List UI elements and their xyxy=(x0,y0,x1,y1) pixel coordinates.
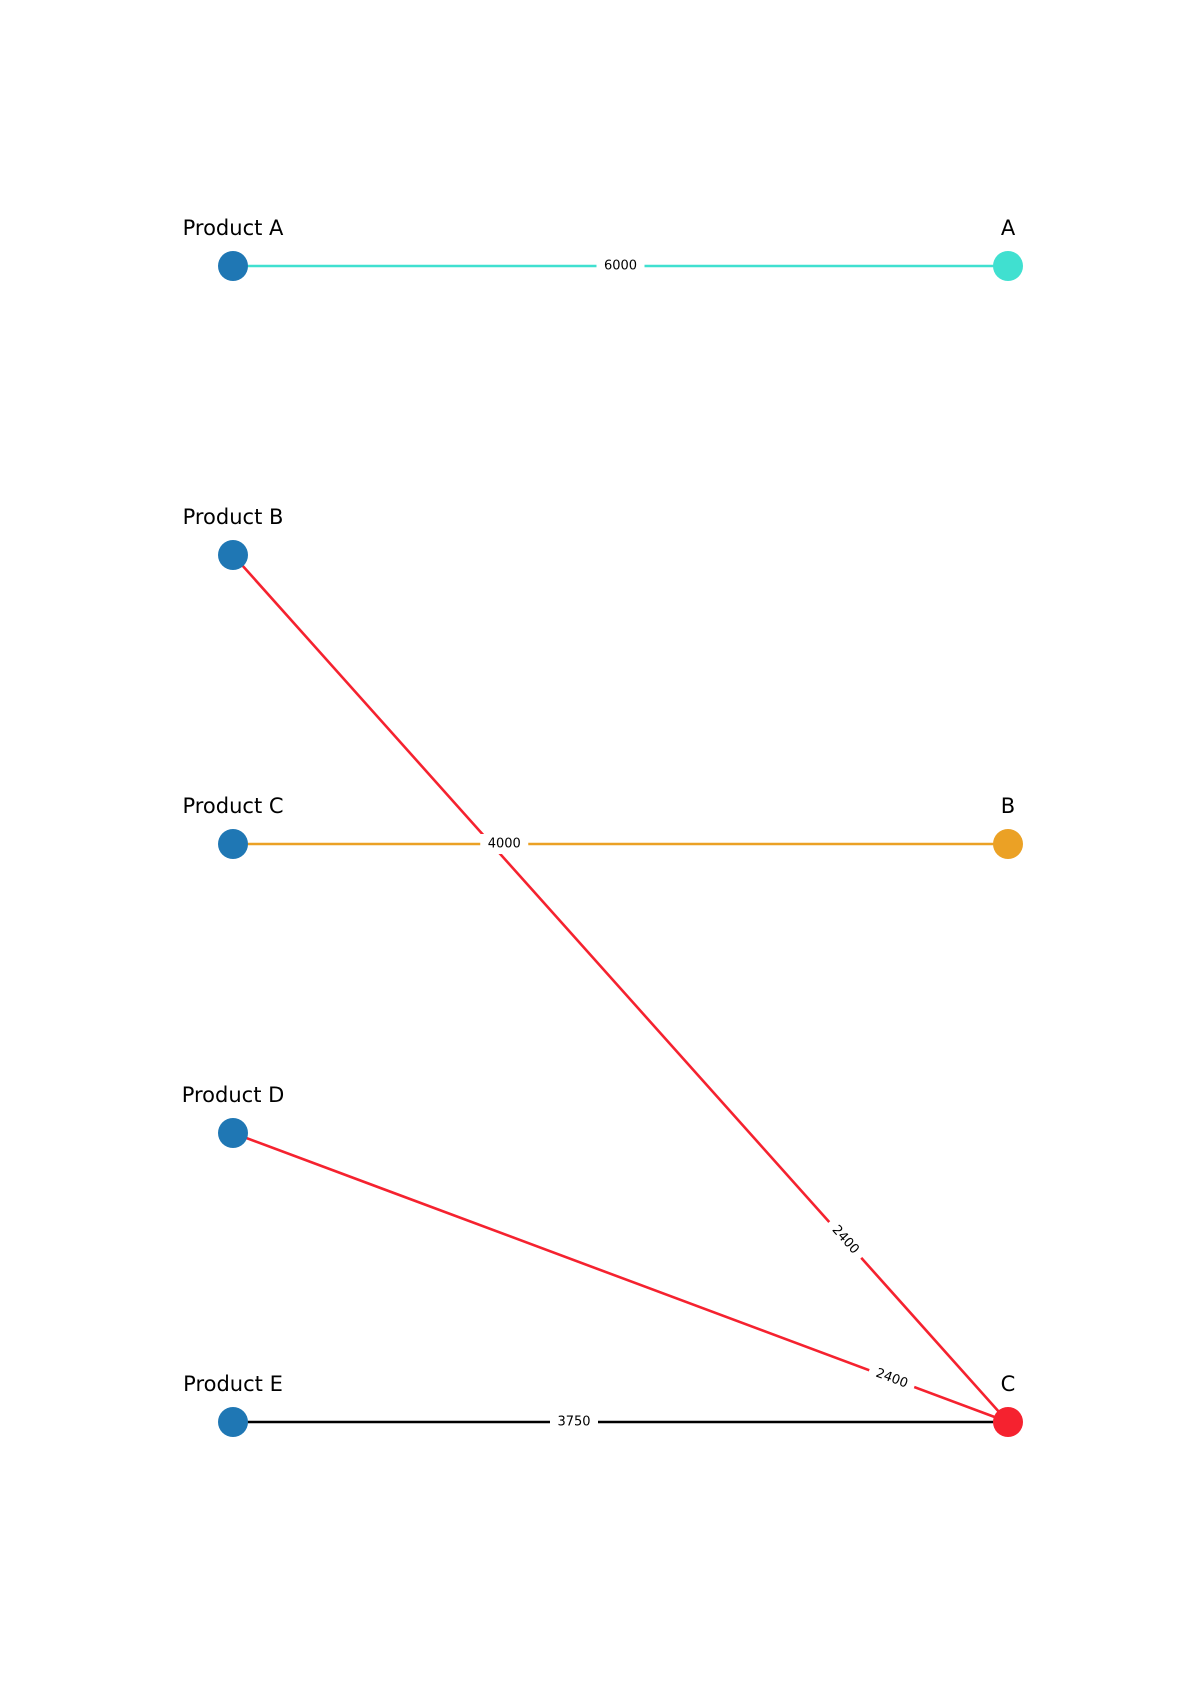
edge-product-b-c-line xyxy=(232,554,1009,1423)
node-circle-target-a xyxy=(993,251,1023,281)
edge-value-text: 6000 xyxy=(604,259,637,274)
edge-product-d-c: 2400 xyxy=(232,1131,1009,1424)
node-circle-product-e xyxy=(218,1407,248,1437)
edge-label-background xyxy=(596,256,645,276)
node-circle-product-a xyxy=(218,251,248,281)
edge-product-c-b: 4000 xyxy=(233,834,1008,854)
edge-value-text: 4000 xyxy=(488,837,521,852)
edge-value-label: 2400 xyxy=(865,1360,918,1397)
node-circle-target-b xyxy=(993,829,1023,859)
node-product-b: Product B xyxy=(183,505,284,570)
edge-label-background xyxy=(821,1215,869,1265)
edge-label-background xyxy=(480,834,529,854)
edge-product-b-c: 2400 xyxy=(232,554,1009,1423)
edges-layer: 6000 2400 4000 2400 3750 xyxy=(232,256,1009,1432)
edge-product-e-c: 3750 xyxy=(233,1412,1008,1432)
edge-product-a-a: 6000 xyxy=(233,256,1008,276)
node-label-target-c: C xyxy=(1001,1372,1016,1396)
node-circle-product-b xyxy=(218,540,248,570)
edge-value-text: 3750 xyxy=(557,1415,590,1430)
node-product-c: Product C xyxy=(182,794,284,859)
edge-value-label: 3750 xyxy=(550,1412,598,1432)
edge-value-label: 6000 xyxy=(596,256,645,276)
edge-value-label: 2400 xyxy=(821,1215,869,1265)
node-label-product-c: Product C xyxy=(182,794,283,818)
node-label-product-e: Product E xyxy=(183,1372,283,1396)
edge-value-label: 4000 xyxy=(480,834,529,854)
node-label-target-a: A xyxy=(1001,216,1016,240)
node-target-a: A xyxy=(993,216,1023,281)
edge-label-background xyxy=(550,1412,598,1432)
node-label-product-a: Product A xyxy=(183,216,284,240)
node-label-product-b: Product B xyxy=(183,505,284,529)
node-target-b: B xyxy=(993,794,1023,859)
node-target-c: C xyxy=(993,1372,1023,1437)
node-circle-product-c xyxy=(218,829,248,859)
node-label-target-b: B xyxy=(1001,794,1015,818)
nodes-layer: Product A Product B Product C Product D Prod… xyxy=(182,216,1023,1437)
node-circle-target-c xyxy=(993,1407,1023,1437)
edge-label-background xyxy=(865,1360,918,1397)
node-product-a: Product A xyxy=(183,216,284,281)
node-product-e: Product E xyxy=(183,1372,283,1437)
node-circle-product-d xyxy=(218,1118,248,1148)
node-label-product-d: Product D xyxy=(182,1083,285,1107)
node-product-d: Product D xyxy=(182,1083,285,1148)
